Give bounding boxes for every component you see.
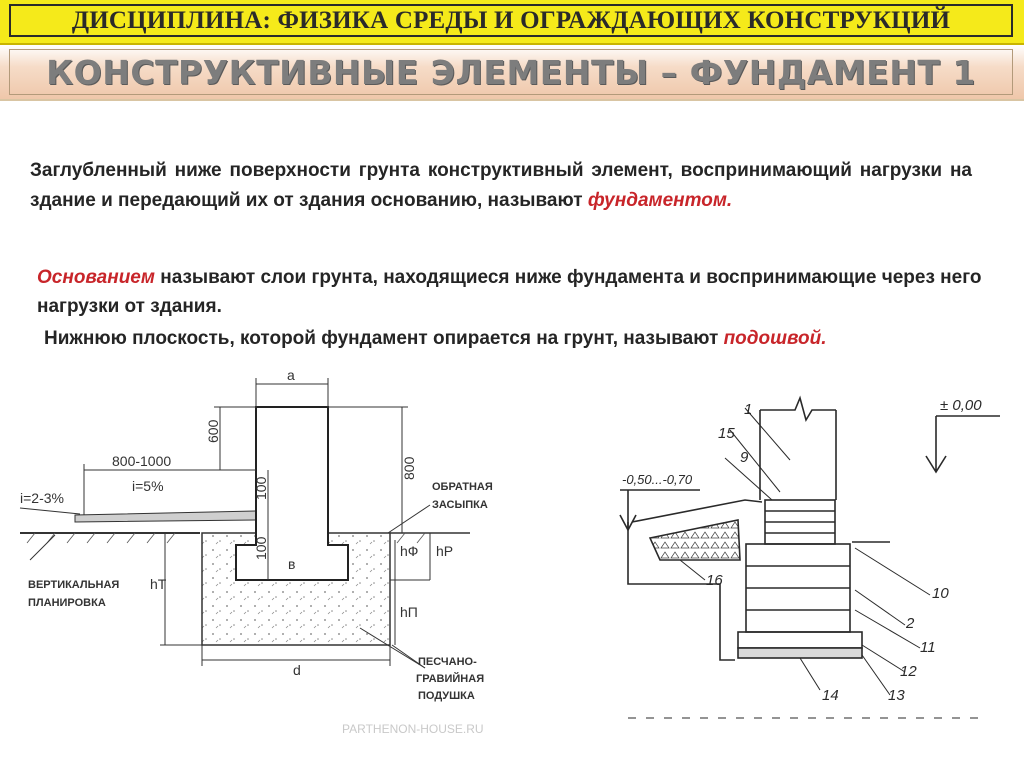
label-sand-3: ПОДУШКА: [418, 690, 475, 702]
label-800-1000: 800-1000: [112, 453, 171, 469]
definition-base-text: называют слои грунта, находящиеся ниже ф…: [37, 267, 982, 317]
label-a: a: [287, 367, 295, 383]
foundation-body: [235, 406, 349, 581]
definition-sole-text: Нижнюю плоскость, которой фундамент опир…: [44, 328, 724, 349]
label-hr: hР: [436, 543, 453, 559]
leader-sand-1: [359, 627, 426, 669]
label-vertical-2: ПЛАНИРОВКА: [28, 597, 106, 609]
discipline-header: ДИСЦИПЛИНА: ФИЗИКА СРЕДЫ И ОГРАЖДАЮЩИХ К…: [0, 0, 1024, 45]
section-header: КОНСТРУКТИВНЫЕ ЭЛЕМЕНТЫ – ФУНДАМЕНТ 1: [0, 45, 1024, 101]
label-b: в: [288, 556, 295, 572]
term-base: Основанием: [37, 267, 155, 288]
label-sand-1: ПЕСЧАНО-: [418, 656, 477, 668]
label-600: 600: [205, 419, 221, 443]
label-backfill-1: ОБРАТНАЯ: [432, 481, 493, 493]
label-hp: hП: [400, 604, 418, 620]
label-800: 800: [401, 456, 417, 480]
label-vertical-1: ВЕРТИКАЛЬНАЯ: [28, 579, 119, 591]
section-title: КОНСТРУКТИВНЫЕ ЭЛЕМЕНТЫ – ФУНДАМЕНТ 1: [46, 52, 976, 92]
label-slope-2-3: i=2-3%: [20, 490, 64, 506]
definition-base: Основанием называют слои грунта, находящ…: [37, 263, 997, 321]
discipline-header-frame: ДИСЦИПЛИНА: ФИЗИКА СРЕДЫ И ОГРАЖДАЮЩИХ К…: [9, 4, 1013, 37]
definition-sole: Нижнюю плоскость, которой фундамент опир…: [44, 324, 1004, 353]
label-100-bottom: 100: [253, 536, 269, 560]
leader-backfill: [387, 504, 431, 534]
label-hf: hФ: [400, 543, 418, 559]
blind-area: [74, 510, 257, 523]
discipline-title: ДИСЦИПЛИНА: ФИЗИКА СРЕДЫ И ОГРАЖДАЮЩИХ К…: [71, 6, 951, 34]
definition-foundation: Заглубленный ниже поверхности грунта кон…: [30, 156, 972, 216]
term-foundation: фундаментом.: [587, 190, 733, 211]
leader-vertical: [29, 534, 56, 561]
label-sand-2: ГРАВИЙНАЯ: [416, 672, 484, 685]
section-header-frame: КОНСТРУКТИВНЫЕ ЭЛЕМЕНТЫ – ФУНДАМЕНТ 1: [9, 49, 1013, 95]
label-ht: hТ: [150, 576, 167, 592]
slope-line: [19, 507, 81, 515]
label-backfill-2: ЗАСЫПКА: [432, 499, 488, 511]
label-d: d: [293, 662, 301, 678]
definition-foundation-text: Заглубленный ниже поверхности грунта кон…: [30, 160, 972, 211]
term-sole: подошвой.: [723, 328, 827, 349]
label-100-top: 100: [253, 476, 269, 500]
label-slope-5: i=5%: [132, 478, 164, 494]
leader-sand-2: [391, 644, 426, 669]
watermark: PARTHENON-HOUSE.RU: [342, 722, 484, 736]
